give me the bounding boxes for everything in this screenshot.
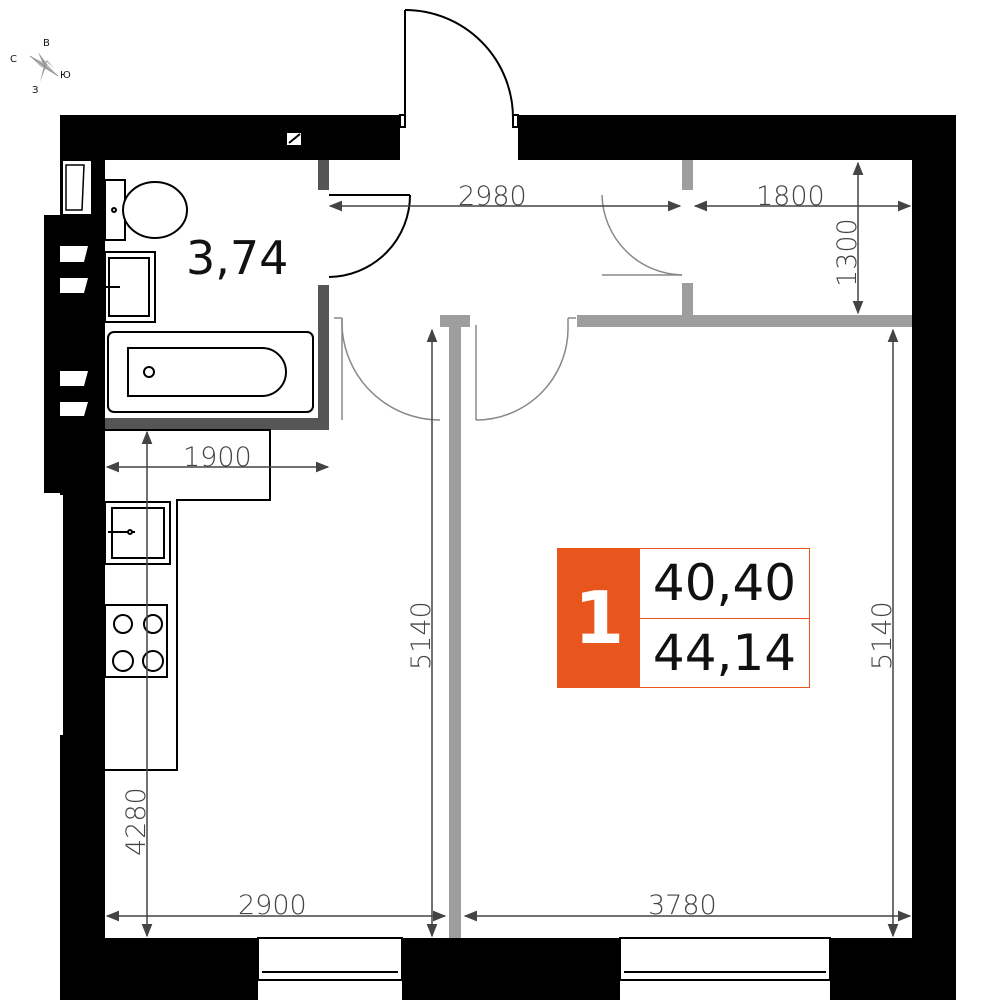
- stove-icon: [104, 604, 168, 678]
- room-doors: [334, 317, 576, 421]
- room-count: 1: [558, 549, 640, 687]
- living-area: 40,40: [652, 554, 797, 613]
- area-block: 40,40 44,14: [640, 549, 809, 687]
- outer-walls: [44, 115, 956, 1000]
- compass-north: С: [10, 54, 17, 65]
- total-area: 44,14: [640, 617, 809, 688]
- room-partition: [440, 315, 470, 938]
- closet-door: [601, 194, 683, 276]
- dim-closet-width: 1800: [756, 181, 825, 212]
- compass-west: З: [32, 85, 38, 96]
- closet-walls: [577, 160, 912, 327]
- kitchen-sink-icon: [104, 501, 171, 565]
- bathroom-area: 3,74: [186, 231, 288, 285]
- kitchen-counter: [105, 429, 271, 771]
- bottom-windows: [257, 937, 831, 981]
- sink-icon: [104, 251, 156, 323]
- left-windows: [60, 159, 93, 416]
- bathtub-icon: [107, 331, 314, 413]
- vent-icon: [285, 131, 303, 147]
- dim-bottom-left: 2900: [238, 890, 307, 921]
- entrance-door: [399, 9, 519, 128]
- bathroom-door: [328, 194, 411, 278]
- dim-room-right-height: 5140: [867, 601, 898, 670]
- dim-kitchen-depth: 4280: [121, 787, 152, 856]
- dimension-lines: [105, 161, 912, 938]
- dim-bottom-right: 3780: [648, 890, 717, 921]
- dim-kitchen-width: 1900: [183, 442, 252, 473]
- apartment-badge: 1 40,40 44,14: [557, 548, 810, 688]
- bathroom-walls: [105, 160, 329, 430]
- compass-icon: С В Ю З: [10, 38, 71, 96]
- toilet-icon: [104, 179, 188, 241]
- compass-south: Ю: [60, 70, 71, 81]
- dim-closet-depth: 1300: [832, 218, 863, 287]
- dim-room-left-height: 5140: [406, 601, 437, 670]
- compass-east: В: [43, 38, 50, 49]
- dim-hall-width: 2980: [458, 181, 527, 212]
